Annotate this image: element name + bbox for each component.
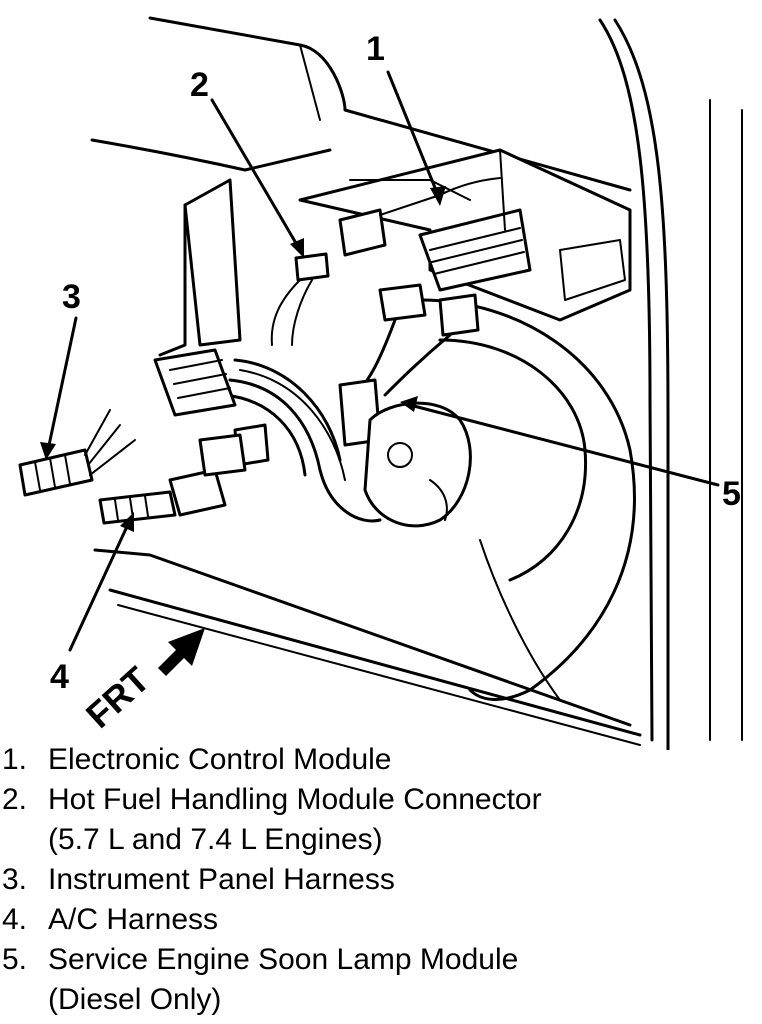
callout-5: 5 bbox=[722, 475, 741, 513]
legend-item: 4. A/C Harness bbox=[0, 900, 762, 940]
ses-lamp-module bbox=[363, 401, 472, 528]
ac-harness bbox=[98, 433, 247, 525]
dash-panel bbox=[90, 16, 632, 357]
hot-fuel-connector bbox=[270, 252, 330, 346]
legend-text: Service Engine Soon Lamp Module (Diesel … bbox=[48, 943, 519, 1016]
legend-item: 3. Instrument Panel Harness bbox=[0, 860, 762, 900]
legend-number: 1. bbox=[2, 743, 28, 776]
legend-number: 3. bbox=[2, 863, 28, 896]
ecm-location-diagram: 1 2 3 4 5 FRT bbox=[18, 16, 743, 750]
front-arrow-icon bbox=[158, 628, 205, 676]
ip-harness bbox=[18, 409, 136, 497]
frt-label: FRT bbox=[78, 659, 157, 736]
electronic-control-module bbox=[298, 148, 632, 322]
legend-list: 1. Electronic Control Module 2. Hot Fuel… bbox=[0, 740, 762, 1020]
legend-number: 2. bbox=[2, 783, 28, 816]
front-direction-indicator: FRT bbox=[78, 628, 205, 736]
legend-text: Hot Fuel Handling Module Connector (5.7 … bbox=[48, 783, 542, 856]
leader-lines bbox=[40, 70, 720, 652]
legend-number: 4. bbox=[2, 903, 28, 936]
legend-text: A/C Harness bbox=[48, 903, 219, 936]
floor-trim bbox=[93, 548, 642, 746]
callout-4: 4 bbox=[50, 658, 69, 696]
legend-number: 5. bbox=[2, 943, 28, 976]
legend-item: 5. Service Engine Soon Lamp Module (Dies… bbox=[0, 940, 762, 1020]
legend-item: 1. Electronic Control Module bbox=[0, 740, 762, 780]
callout-1: 1 bbox=[366, 30, 385, 68]
door-frame bbox=[598, 18, 743, 750]
legend-text: Electronic Control Module bbox=[48, 743, 392, 776]
legend-text: Instrument Panel Harness bbox=[48, 863, 395, 896]
callout-3: 3 bbox=[62, 278, 81, 316]
callout-2: 2 bbox=[190, 66, 209, 104]
legend-item: 2. Hot Fuel Handling Module Connector (5… bbox=[0, 780, 762, 860]
